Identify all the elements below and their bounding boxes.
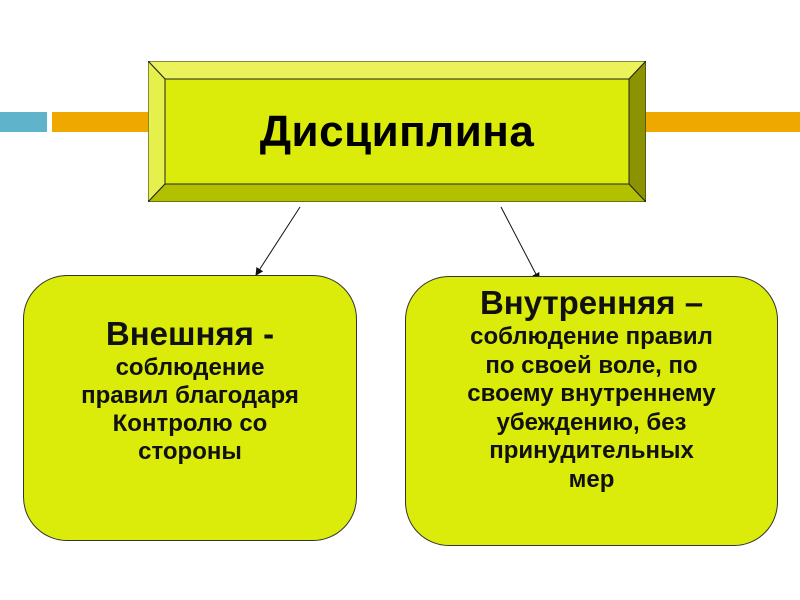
- title-node: Дисциплина: [148, 61, 646, 202]
- bevel-face: [164, 78, 630, 185]
- node-internal-body: соблюдение правил по своей воле, по свое…: [467, 323, 716, 493]
- node-external: Внешняя - соблюдение правил благодаря Ко…: [23, 275, 357, 541]
- node-internal-heading: Внутренняя –: [479, 284, 704, 321]
- node-external-heading: Внешняя -: [105, 315, 275, 352]
- title-label: Дисциплина: [259, 106, 535, 156]
- decor-bar-blue: [0, 112, 47, 132]
- decor-bar-orange-left: [52, 112, 152, 132]
- bevel-frame: [148, 61, 646, 202]
- node-internal: Внутренняя – соблюдение правил по своей …: [405, 276, 778, 546]
- arrow-to-internal: [500, 206, 540, 281]
- arrow-to-external: [255, 206, 301, 276]
- decor-bar-orange-right: [645, 112, 800, 132]
- node-external-body: соблюдение правил благодаря Контролю со …: [81, 354, 299, 465]
